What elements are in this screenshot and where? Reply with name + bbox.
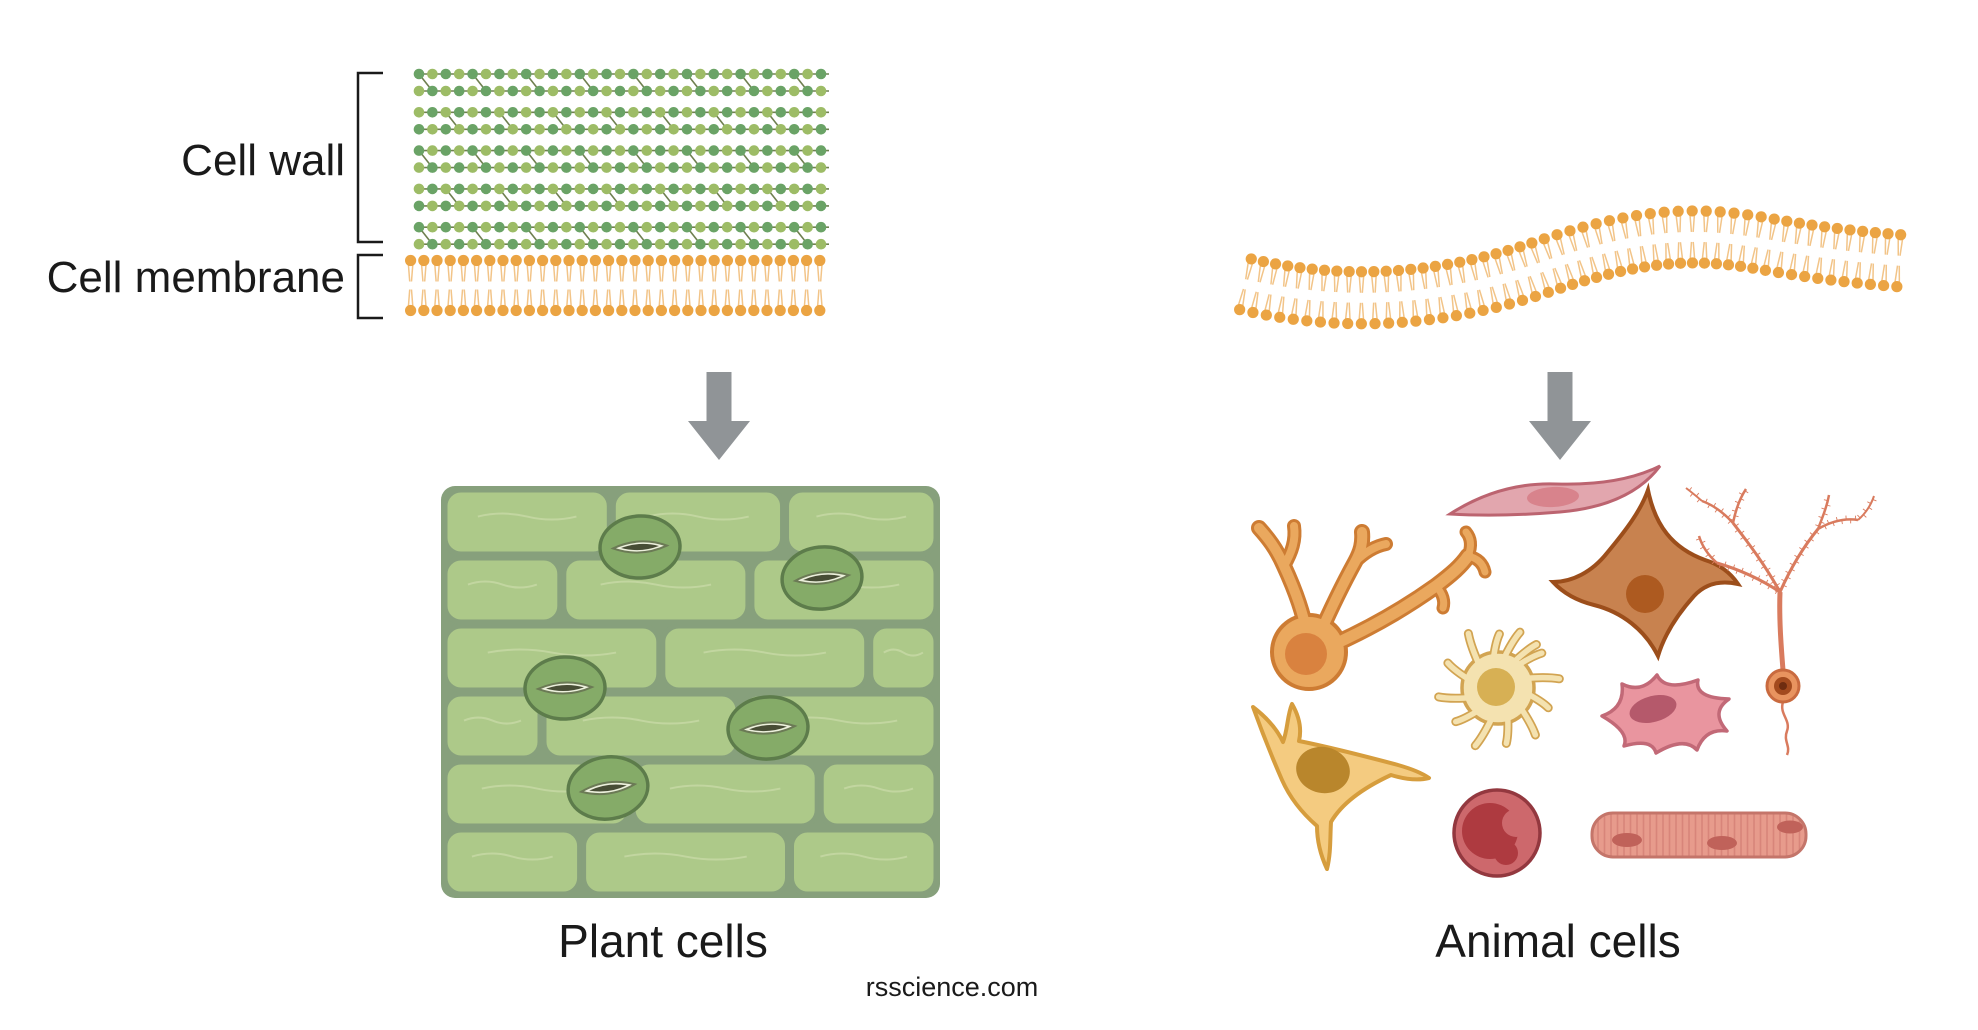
cell-membrane-bracket xyxy=(358,255,383,318)
cell-membrane-illustration xyxy=(405,255,825,316)
axon xyxy=(1782,702,1788,755)
plant-tissue-illustration xyxy=(441,486,940,898)
microglia-cell xyxy=(1439,632,1560,746)
animal-membrane-illustration xyxy=(1234,205,1906,329)
nucleus xyxy=(1626,575,1664,613)
muscle-fiber-cell xyxy=(1592,813,1806,857)
animal-cells-illustration xyxy=(1253,466,1876,876)
cell-wall-label: Cell wall xyxy=(181,136,345,185)
stoma xyxy=(524,656,606,721)
cell-wall-illustration xyxy=(414,69,829,250)
mesenchymal-cell xyxy=(1602,675,1729,753)
fibroblast-cell xyxy=(1553,490,1738,656)
nucleus xyxy=(1285,633,1327,675)
smooth-muscle-cell xyxy=(1450,466,1660,515)
red-blood-cell xyxy=(1454,790,1540,876)
cell-membrane-label: Cell membrane xyxy=(47,253,345,302)
nucleus xyxy=(1477,668,1515,706)
animal-cells-label: Animal cells xyxy=(1435,915,1680,967)
plant-cells-label: Plant cells xyxy=(558,915,768,967)
neuron-cell xyxy=(1253,704,1429,869)
watermark-text: rsscience.com xyxy=(866,972,1039,1002)
down-arrow-icons xyxy=(688,372,1591,460)
cell-wall-bracket xyxy=(358,73,383,242)
